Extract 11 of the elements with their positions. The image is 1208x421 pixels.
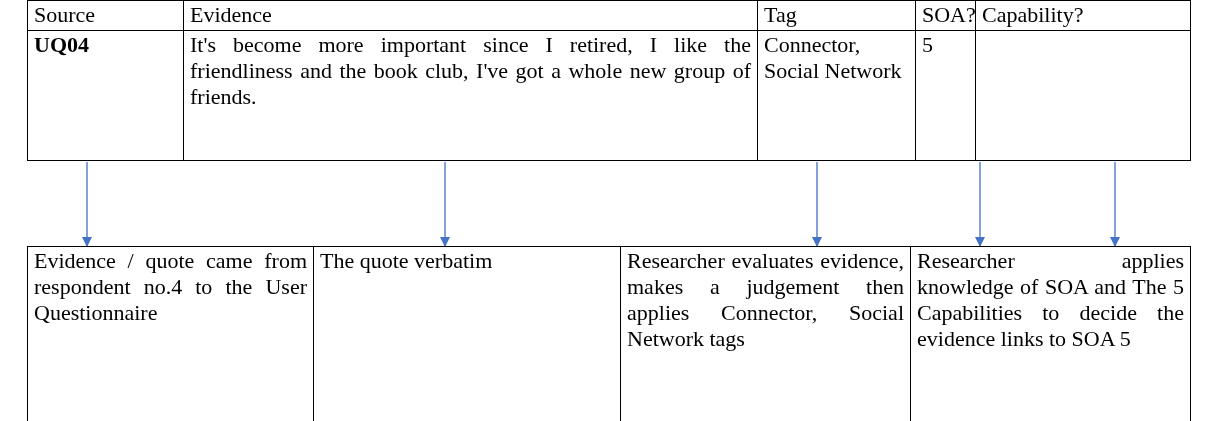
- empty-table-cell: [975, 30, 1191, 161]
- arrow: [440, 161, 450, 247]
- arrow: [1110, 161, 1120, 247]
- arrow: [812, 161, 822, 247]
- arrow: [82, 161, 92, 247]
- column-header: Source: [27, 0, 184, 31]
- column-header: Capability?: [975, 0, 1191, 31]
- table-cell: Evidence / quote came from respondent no.4 to the User Questionnaire: [27, 246, 314, 421]
- arrow: [975, 161, 985, 247]
- table-cell: Researcher applies knowledge of SOA and The 5 Capabilities to decide the evidence links to SOA 5: [910, 246, 1191, 421]
- table-cell: UQ04: [27, 30, 184, 161]
